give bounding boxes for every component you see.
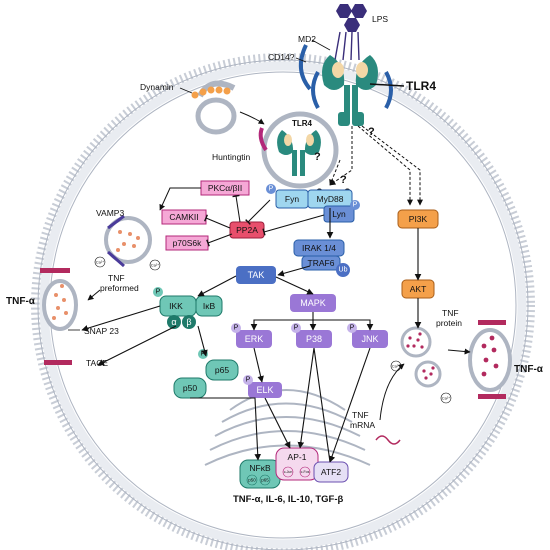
tnf-preformed-line2: preformed (100, 283, 139, 293)
lps-label: LPS (372, 14, 388, 24)
huntingtin-label: Huntingtin (212, 152, 251, 162)
irak-text: IRAK 1/4 (302, 243, 336, 253)
p65-text: p65 (215, 365, 229, 375)
p38-p-label: P (294, 325, 299, 332)
p50-text: p50 (183, 383, 197, 393)
cd14-label: CD14? (268, 52, 295, 62)
mapk-node (290, 294, 336, 312)
ca-left-2: Ca²⁺ (151, 263, 160, 268)
atf2-text: ATF2 (321, 467, 341, 477)
pp2a-edges (159, 187, 325, 247)
md2-label: MD2 (298, 34, 316, 44)
cfos-text: c-Fos (301, 470, 310, 474)
lyn-p-label: P (353, 202, 358, 209)
vamp3-vesicle: VAMP3 TNF preformed Ca²⁺ Ca²⁺ (94, 208, 161, 293)
dashed-arrows (329, 125, 423, 206)
p38-text: P38 (306, 334, 322, 344)
nfkb-free: p50 p65 P (173, 349, 239, 399)
ikb-node (195, 295, 223, 317)
tnf-alpha-left-label: TNF-α (6, 296, 36, 307)
tace-label: TACE (86, 358, 108, 368)
erk-text: ERK (245, 334, 264, 344)
alpha-text: α (171, 317, 176, 327)
pi3k-text: PI3K (409, 214, 428, 224)
mapk-text: MAPK (300, 298, 326, 308)
tnf-mrna-label: TNF mRNA (350, 410, 375, 430)
elk-node (248, 382, 282, 398)
dynamin-vesicle: Dynamin (140, 80, 237, 135)
ap1-text: AP-1 (288, 452, 307, 462)
tnf-preformed-label: TNF preformed (100, 273, 139, 293)
tnf-alpha-right-label: TNF-α (514, 364, 544, 375)
tak-node (236, 266, 276, 284)
tlr4-endo-label: TLR4 (292, 119, 313, 128)
pp2a-module: PKCα/βII CAMKII p70S6k PP2A (161, 180, 265, 251)
snap23-label: SNAP 23 (84, 326, 119, 336)
traf6-node (301, 255, 341, 271)
traf6-text: TRAF6 (308, 258, 335, 268)
left-release: TNF-α SNAP 23 TACE (6, 268, 119, 368)
pp2a-text: PP2A (236, 225, 258, 235)
transcription-factors: NFκB p50 p65 AP-1 c-Jun c-Fos ATF2 TNF-α… (233, 447, 349, 505)
adaptor-complex: Fyn MyD88 Lyn P P (266, 184, 360, 223)
tnf-preformed-line1: TNF (108, 273, 125, 283)
nfkb-p65-text: p65 (261, 478, 269, 483)
p38-node (296, 330, 332, 348)
tnf-protein-line1: TNF (442, 308, 459, 318)
lyn-node (323, 205, 355, 223)
erk-p-label: P (234, 325, 239, 332)
fyn-text: Fyn (285, 194, 299, 204)
lps-molecule: LPS (334, 4, 388, 61)
vamp3-label: VAMP3 (96, 208, 124, 218)
irak-traf6: IRAK 1/4 TRAF6 Ub (293, 239, 350, 277)
fyn-p-label: P (269, 186, 274, 193)
tnf-mrna: TNF mRNA (350, 363, 405, 445)
nfkb-p50-text: p50 (248, 478, 256, 483)
dynamin-label: Dynamin (140, 82, 174, 92)
p70s6k-text: p70S6k (173, 238, 203, 248)
tak-text: TAK (248, 270, 265, 280)
ikk-complex: IKK IκB α β P (153, 287, 223, 329)
tnf-mrna-line1: TNF (352, 410, 369, 420)
akt-text: AKT (410, 284, 427, 294)
tnf-mrna-line2: mRNA (350, 420, 375, 430)
ca-left-1: Ca²⁺ (96, 260, 105, 265)
ikb-text: IκB (203, 301, 216, 311)
ub-label: Ub (339, 267, 348, 274)
cytokines-label: TNF-α, IL-6, IL-10, TGF-β (233, 494, 344, 505)
endo-question: ? (314, 151, 321, 163)
elk-text: ELK (256, 385, 273, 395)
jnk-text: JNK (361, 334, 378, 344)
cjun-text: c-Jun (284, 470, 293, 474)
right-vesicles: TNF protein Ca²⁺ Ca²⁺ (390, 308, 462, 404)
jnk-node (352, 330, 388, 348)
mapk-targets: ERK P P38 P JNK P (231, 323, 388, 348)
ca-right-1: Ca²⁺ (392, 364, 401, 369)
myd88-text: MyD88 (317, 194, 344, 204)
pkc-text: PKCα/βII (208, 183, 242, 193)
lyn-text: Lyn (332, 209, 346, 219)
beta-text: β (186, 317, 191, 327)
tlr4-label: TLR4 (406, 79, 436, 93)
signaling-arrows (81, 208, 422, 463)
p65-node (205, 359, 239, 381)
elk-p-label: P (246, 377, 251, 384)
question-mark-1: ? (368, 126, 375, 138)
ikk-text: IKK (169, 301, 183, 311)
camkii-text: CAMKII (169, 212, 198, 222)
erk-node (236, 330, 272, 348)
right-release: TNF-α (447, 320, 544, 399)
tlr4-receptor: MD2 CD14? TLR4 (268, 34, 436, 126)
endosome-tlr4: TLR4 ? Huntingtin (212, 111, 339, 189)
tnf-protein-line2: protein (436, 318, 462, 328)
nfkb-text: NFκB (249, 463, 271, 473)
question-mark-3: ? (340, 174, 347, 186)
tnf-protein-label: TNF protein (436, 308, 462, 328)
ikk-p-label: P (156, 289, 161, 296)
jnk-p-label: P (350, 325, 355, 332)
ca-right-2: Ca²⁺ (442, 396, 451, 401)
